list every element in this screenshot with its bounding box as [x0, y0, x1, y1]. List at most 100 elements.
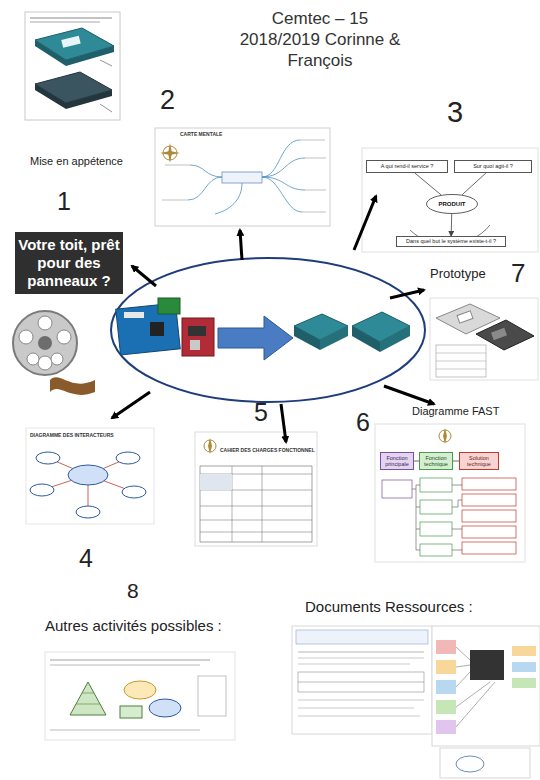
prototype-sheet — [436, 353, 486, 354]
node-text: Sur quoi agit-il ? — [473, 163, 513, 170]
film-reel — [13, 311, 77, 375]
sheet-heading: CARTE MENTALE — [180, 131, 222, 137]
mind-map-sheet — [302, 212, 326, 213]
title-text: Cemtec – 15 2018/2019 Corinne & François — [236, 8, 404, 71]
section-heading: Autres activités possibles : — [45, 617, 222, 635]
connector — [451, 214, 453, 236]
node-text: Fonction technique — [421, 455, 451, 468]
transformation-arrow — [218, 316, 293, 360]
leader-arrows — [240, 230, 242, 260]
section-heading: Documents Ressources : — [305, 598, 473, 616]
node-text: A qui rend-il service ? — [381, 163, 434, 170]
film-reel — [38, 316, 52, 330]
mind-map-sheet — [165, 165, 190, 166]
node-text: Fonction principale — [382, 455, 412, 468]
fast-sheet — [420, 500, 452, 514]
node-content: Solution technique — [460, 454, 498, 469]
resource-sheets — [436, 680, 456, 694]
question-box: Sur quoi agit-il ? — [454, 160, 532, 173]
activities-sheet — [120, 706, 142, 718]
product-boxes — [380, 326, 410, 352]
electronic-boards — [182, 318, 214, 356]
film-reel — [57, 330, 71, 344]
interactor-sheet — [76, 506, 100, 518]
resource-sheets — [470, 650, 504, 680]
question-box: A qui rend-il service ? — [366, 160, 448, 173]
product-sheet — [100, 104, 112, 112]
callout-number: 4 — [79, 543, 93, 573]
resource-sheets — [436, 660, 456, 674]
electronic-boards — [124, 312, 144, 318]
film-reel — [50, 377, 95, 395]
fast-sheet — [382, 480, 412, 498]
specification-sheet — [195, 432, 317, 546]
node-content: Dans quel but le système existe-t-il ? — [405, 237, 497, 246]
node-text: Dans quel but le système existe-t-il ? — [406, 238, 496, 245]
product-sheet — [25, 12, 120, 120]
product-boxes — [294, 326, 320, 350]
connector — [415, 173, 441, 195]
callout-number: 8 — [127, 578, 139, 603]
stage-label: Diagramme FAST — [412, 405, 499, 418]
specification-sheet — [195, 432, 317, 546]
prototype-sheet — [436, 361, 486, 362]
node-content: A qui rend-il service ? — [380, 162, 435, 171]
mind-map-sheet — [155, 128, 330, 226]
specification-sheet — [200, 506, 312, 507]
callout-number: 6 — [356, 407, 370, 437]
electronic-boards — [188, 326, 206, 336]
product-sheet — [30, 18, 112, 19]
resource-sheets — [512, 678, 536, 688]
activities-sheet — [76, 704, 100, 705]
connector — [462, 173, 486, 195]
product-boxes — [320, 326, 348, 350]
fast-sheet — [462, 510, 516, 522]
fast-sheet — [462, 526, 516, 538]
electronic-boards — [190, 340, 200, 350]
film-reel — [13, 311, 95, 395]
resource-sheets — [456, 647, 495, 727]
leader-arrows — [112, 392, 150, 418]
sheet-heading: DIAGRAMME DES INTERACTEURS — [30, 432, 114, 438]
fast-sheet — [412, 485, 462, 550]
resource-sheets — [298, 658, 424, 659]
leader-arrows — [132, 266, 156, 286]
resource-sheets — [512, 662, 536, 672]
product-boxes — [352, 326, 380, 352]
interactor-sheet — [36, 452, 60, 464]
product-sheet — [25, 12, 120, 120]
activities-sheet — [50, 660, 210, 661]
callout-number: 7 — [511, 258, 525, 289]
resource-sheets — [298, 664, 410, 665]
prototype-sheet — [457, 311, 473, 323]
node-text: PRODUIT — [439, 201, 466, 208]
resource-sheets — [436, 720, 456, 734]
film-reel — [19, 330, 33, 344]
electronic-boards — [116, 298, 214, 356]
node-text: Votre toit, prêt pour des panneaux ? — [16, 236, 122, 290]
resource-sheets — [436, 640, 456, 654]
mind-map-sheet — [188, 140, 305, 214]
interactor-sheet — [116, 452, 140, 464]
fast-sheet — [462, 494, 516, 506]
stage-label: Prototype — [430, 266, 486, 282]
resource-sheets — [296, 630, 428, 644]
activities-sheet — [82, 693, 94, 694]
fast-sheet — [420, 544, 452, 556]
mind-map-sheet — [155, 128, 330, 226]
resource-sheets — [292, 626, 432, 734]
callout-number: 1 — [57, 186, 71, 216]
function-header: Fonction principale — [380, 452, 414, 470]
fast-sheet — [462, 478, 516, 490]
activities-sheet — [124, 681, 156, 699]
specification-sheet — [200, 520, 312, 521]
resource-sheets — [456, 756, 484, 772]
function-header: Fonction technique — [419, 452, 453, 470]
interactor-sheet — [26, 428, 154, 524]
mind-map-sheet — [162, 200, 188, 201]
interactor-sheet — [122, 486, 146, 498]
interactor-sheet — [68, 465, 108, 485]
resource-sheets — [298, 708, 414, 709]
leader-arrows — [390, 290, 424, 298]
